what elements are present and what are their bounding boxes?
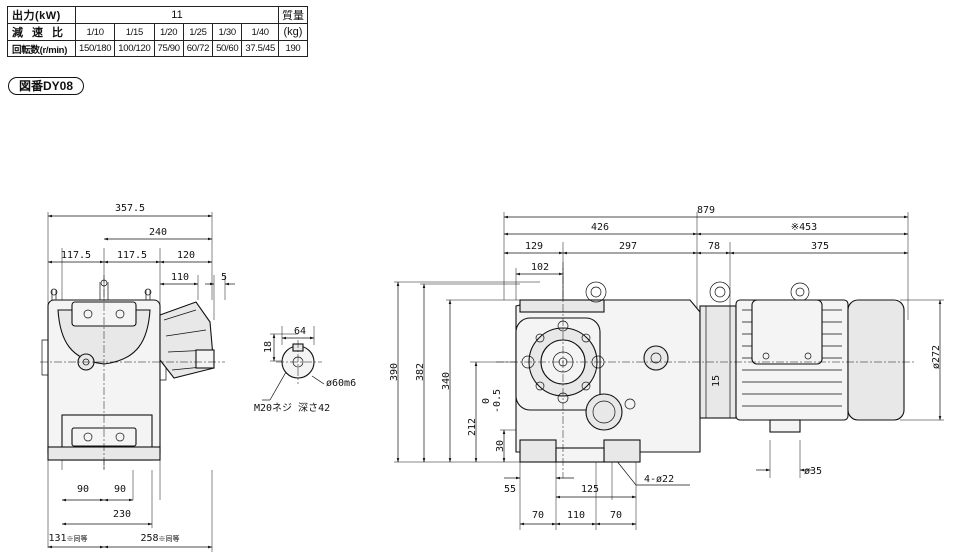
mass-unit: (kg) [277, 23, 308, 41]
dim-64: 64 [294, 326, 306, 337]
spec-table: 出力(kW) 11 質量 減速比 1/10 1/15 1/20 1/25 1/3… [7, 6, 308, 57]
dim-879: 879 [697, 205, 715, 216]
speed-cell: 150/180 [74, 40, 116, 57]
dim-357-5: 357.5 [115, 203, 145, 214]
dim-129: 129 [525, 241, 543, 252]
dim-272-diameter: ø272 [931, 345, 942, 369]
dim-90-left: 90 [77, 484, 89, 495]
dim-30: 30 [495, 440, 506, 452]
dim-212-tolerance: 0-0.5 [481, 389, 503, 413]
dim-55: 55 [504, 484, 516, 495]
dim-15: 15 [711, 375, 722, 387]
dim-375: 375 [811, 241, 829, 252]
dim-78: 78 [708, 241, 720, 252]
dim-70-right: 70 [610, 510, 622, 521]
table-row: 回転数(r/min) 150/180 100/120 75/90 60/72 5… [7, 40, 308, 57]
dim-102: 102 [531, 262, 549, 273]
speed-cell: 50/60 [212, 40, 243, 57]
dim-110: 110 [171, 272, 189, 283]
dim-426: 426 [591, 222, 609, 233]
shaft-end-view: 64 18 ø60m6 M20ネジ 深さ42 [254, 326, 356, 414]
dim-230: 230 [113, 509, 131, 520]
dim-110: 110 [567, 510, 585, 521]
dim-5: 5 [221, 272, 227, 283]
drawing-number-tag: 図番DY08 [8, 77, 85, 95]
dim-382: 382 [415, 363, 426, 381]
dim-hole-spec: 4-ø22 [644, 474, 674, 485]
dim-258: 258※同等 [140, 533, 179, 544]
mass-value: 190 [277, 40, 308, 57]
front-view: 879 426 ※453 129 297 78 375 102 390 382 … [389, 205, 944, 530]
dim-117-5-right: 117.5 [117, 250, 147, 261]
dim-390: 390 [389, 363, 400, 381]
dim-120: 120 [177, 250, 195, 261]
dim-35-diameter: ø35 [804, 466, 822, 477]
thread-note: M20ネジ 深さ42 [254, 402, 330, 414]
dim-453: ※453 [791, 222, 817, 233]
dim-90-right: 90 [114, 484, 126, 495]
dim-212: 212 [467, 418, 478, 436]
speed-cell: 60/72 [182, 40, 214, 57]
dim-shaft-diameter: ø60m6 [326, 378, 356, 389]
dim-70-left: 70 [532, 510, 544, 521]
dim-18: 18 [263, 341, 274, 353]
dim-131: 131※同等 [48, 533, 87, 544]
side-view: 357.5 240 117.5 117.5 120 110 5 90 90 23… [40, 203, 235, 552]
dim-240: 240 [149, 227, 167, 238]
speed-cell: 37.5/45 [241, 40, 279, 57]
dim-117-5-left: 117.5 [61, 250, 91, 261]
mass-label: 質量 [277, 6, 308, 24]
dim-297: 297 [619, 241, 637, 252]
speed-label: 回転数(r/min) [7, 40, 76, 57]
dim-125: 125 [581, 484, 599, 495]
dim-340: 340 [441, 372, 452, 390]
